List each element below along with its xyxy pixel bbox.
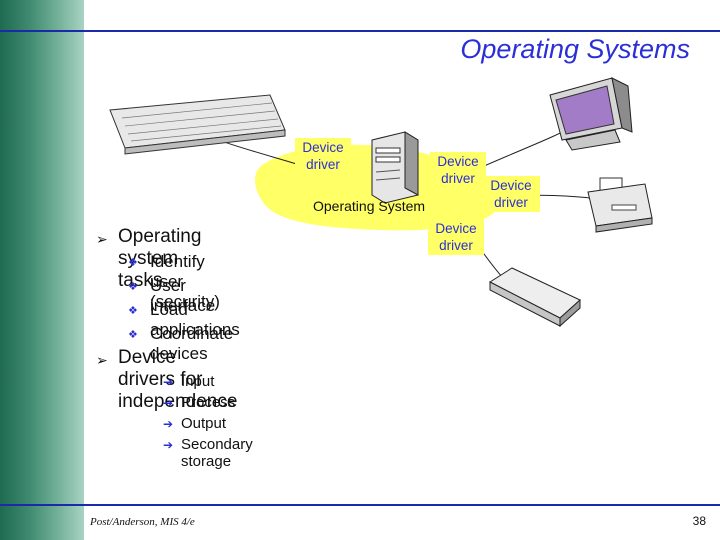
printer-icon: [587, 177, 653, 233]
bottom-rule: [0, 504, 720, 506]
device-driver-box-monitor: Device driver: [430, 152, 486, 188]
left-decorative-band: [0, 0, 84, 540]
bullet-marker-arrowhead-icon: ➢: [96, 352, 108, 368]
monitor-icon: [549, 77, 633, 151]
bullet-operating-system-tasks: Operating system tasks: [118, 226, 202, 291]
sub-bullet-marker-arrow-icon: ➔: [163, 417, 174, 431]
bullet-marker-arrowhead-icon: ➢: [96, 231, 108, 247]
sub-bullet-marker-diamond-icon: ❖: [128, 329, 138, 341]
sub-bullet-marker-diamond-icon: ❖: [128, 281, 138, 293]
sub-bullet-input: Input: [181, 373, 215, 390]
sub-bullet-process: Process: [181, 394, 236, 411]
keyboard-icon: [109, 94, 286, 155]
top-rule: [0, 30, 720, 32]
device-driver-box-printer: Device driver: [482, 176, 540, 212]
sub-bullet-marker-arrow-icon: ➔: [163, 438, 174, 452]
operating-system-label: Operating System: [313, 198, 426, 214]
sub-bullet-marker-arrow-icon: ➔: [163, 375, 174, 389]
slide-title: Operating Systems: [460, 34, 690, 64]
device-driver-box-drive: Device driver: [428, 219, 484, 255]
sub-bullet-user-interface: User interface: [150, 276, 216, 315]
page-number: 38: [692, 514, 706, 528]
sub-bullet-marker-arrow-icon: ➔: [163, 396, 174, 410]
device-driver-box-keyboard: Device driver: [295, 138, 351, 174]
sub-bullet-secondary-storage: Secondary storage: [181, 436, 253, 470]
sub-bullet-identify-user: Identify user (security): [150, 252, 220, 311]
sub-bullet-marker-diamond-icon: ❖: [128, 257, 138, 269]
sub-bullet-output: Output: [181, 415, 227, 432]
sub-bullet-load-applications: Load applications: [150, 300, 240, 339]
external-drive-icon: [488, 267, 581, 328]
footer-citation: Post/Anderson, MIS 4/e: [90, 516, 195, 528]
sub-bullet-marker-diamond-icon: ❖: [128, 305, 138, 317]
computer-tower-icon: [371, 131, 419, 204]
sub-bullet-coordinate-devices: Coordinate devices: [150, 324, 234, 363]
bullet-device-drivers: Device drivers for independence: [118, 347, 238, 412]
